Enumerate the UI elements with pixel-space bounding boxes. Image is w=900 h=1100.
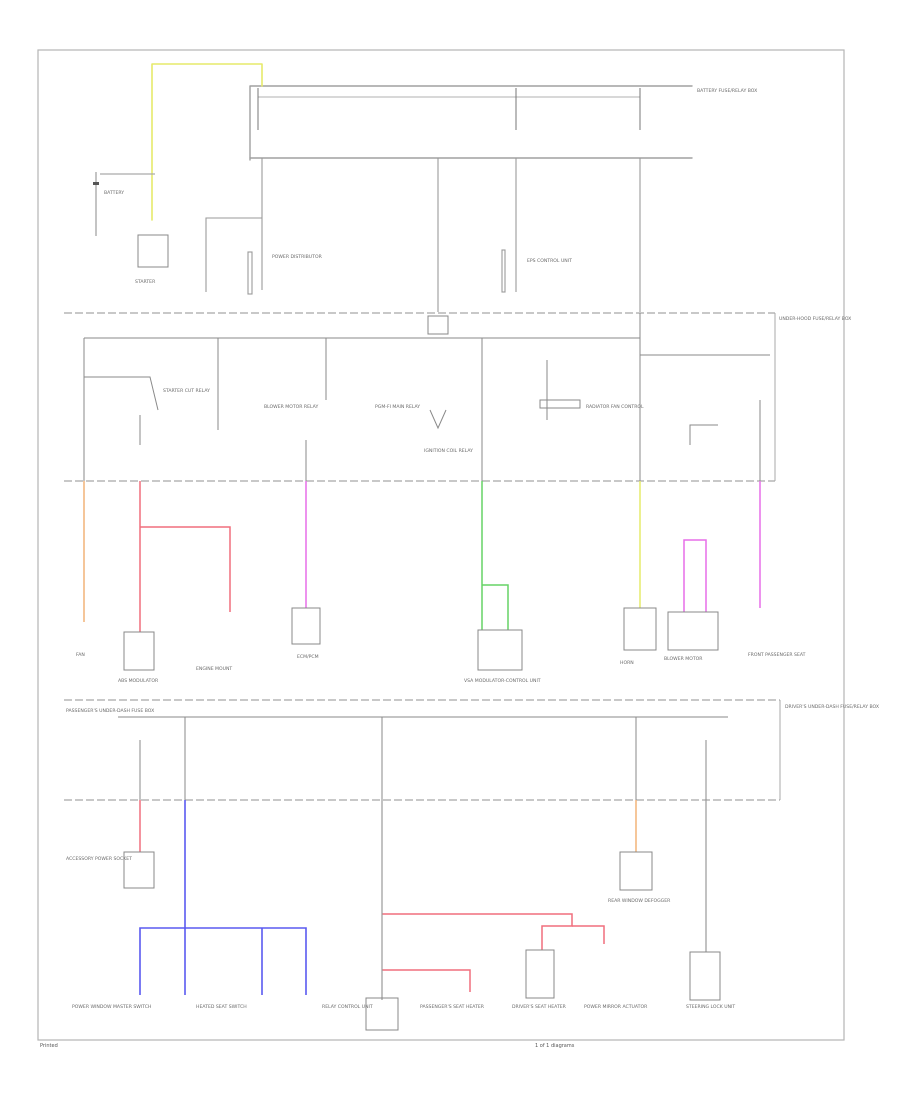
pgm-label: PGM-FI MAIN RELAY xyxy=(375,404,420,410)
accessory-box xyxy=(123,851,155,889)
battery-symbol: BATTERY xyxy=(93,172,155,236)
horn-box xyxy=(623,607,657,651)
pass-box-label: PASSENGER'S UNDER-DASH FUSE BOX xyxy=(66,708,154,714)
dash-box-label: DRIVER'S UNDER-DASH FUSE/RELAY BOX xyxy=(785,704,879,710)
starter-cut-label: STARTER CUT RELAY xyxy=(163,388,210,394)
underhood-box-label: UNDER-HOOD FUSE/RELAY BOX xyxy=(779,316,851,322)
starter-box xyxy=(137,234,169,268)
battery-cable-yellow xyxy=(151,63,263,221)
diagram-frame xyxy=(37,49,845,1041)
relay-box-label: RELAY CONTROL UNIT xyxy=(322,1004,373,1010)
left-engine-mount-label: ENGINE MOUNT xyxy=(196,666,232,672)
rear-window-label: REAR WINDOW DEFOGGER xyxy=(608,898,671,904)
dash-fuse-box: DRIVER'S UNDER-DASH FUSE/RELAY BOX PASSE… xyxy=(64,699,879,801)
driver-seat-box xyxy=(525,949,555,999)
igniton-relay-label: IGNITION COIL RELAY xyxy=(424,448,473,454)
steering-label: STEERING LOCK UNIT xyxy=(686,1004,735,1010)
power-distributor-label: POWER DISTRIBUTOR xyxy=(272,254,323,260)
abs-wires-red xyxy=(139,481,231,632)
steering-box xyxy=(689,951,721,1001)
abs-modulator-box xyxy=(123,631,155,671)
horn-label: HORN xyxy=(620,660,634,666)
radiator-label: RADIATOR FAN CONTROL xyxy=(586,404,644,410)
front-seat-label: FRONT PASSENGER SEAT xyxy=(748,652,806,658)
ecm-box xyxy=(291,607,321,645)
footer-left: Printed xyxy=(40,1043,58,1049)
dash-internal-wires xyxy=(139,717,707,800)
underhood-fuse-box: UNDER-HOOD FUSE/RELAY BOX xyxy=(64,312,851,482)
ecm-label: ECM/PCM xyxy=(297,654,319,660)
passenger-seat-label: PASSENGER'S SEAT HEATER xyxy=(420,1004,485,1010)
accessory-label: ACCESSORY POWER SOCKET xyxy=(66,856,132,862)
vsa-box xyxy=(477,629,523,671)
vsa-wires-green xyxy=(481,481,509,630)
blower-box xyxy=(667,611,719,651)
eps-unit-label: EPS CONTROL UNIT xyxy=(527,258,572,264)
rear-window-box xyxy=(619,851,653,891)
driver-seat-label: DRIVER'S SEAT HEATER xyxy=(512,1004,567,1010)
starter-label: STARTER xyxy=(135,279,156,285)
fan-label: FAN xyxy=(76,652,85,658)
underhood-internal-wires xyxy=(83,313,761,481)
heater-label: HEATED SEAT SWITCH xyxy=(196,1004,247,1010)
abs-modulator-label: ABS MODULATOR xyxy=(118,678,159,684)
top-section-wires xyxy=(205,158,641,312)
blower-relay-label: BLOWER MOTOR RELAY xyxy=(264,404,318,410)
power-window-label: POWER WINDOW MASTER SWITCH xyxy=(72,1004,151,1010)
power-mirror-label: POWER MIRROR ACTUATOR xyxy=(584,1004,648,1010)
relay-control-box xyxy=(365,997,399,1031)
vsa-label: VSA MODULATOR-CONTROL UNIT xyxy=(464,678,541,684)
battery-fuse-box-label: BATTERY FUSE/RELAY BOX xyxy=(697,88,757,94)
blower-wires-magenta xyxy=(683,481,761,612)
relay-wires-red xyxy=(382,913,605,992)
power-window-wires-blue xyxy=(139,800,307,995)
battery-fuse-box: BATTERY FUSE/RELAY BOX xyxy=(249,85,757,161)
blower-label: BLOWER MOTOR xyxy=(664,656,703,662)
battery-label: BATTERY xyxy=(104,190,124,196)
footer-center: 1 of 1 diagrams xyxy=(535,1043,575,1049)
